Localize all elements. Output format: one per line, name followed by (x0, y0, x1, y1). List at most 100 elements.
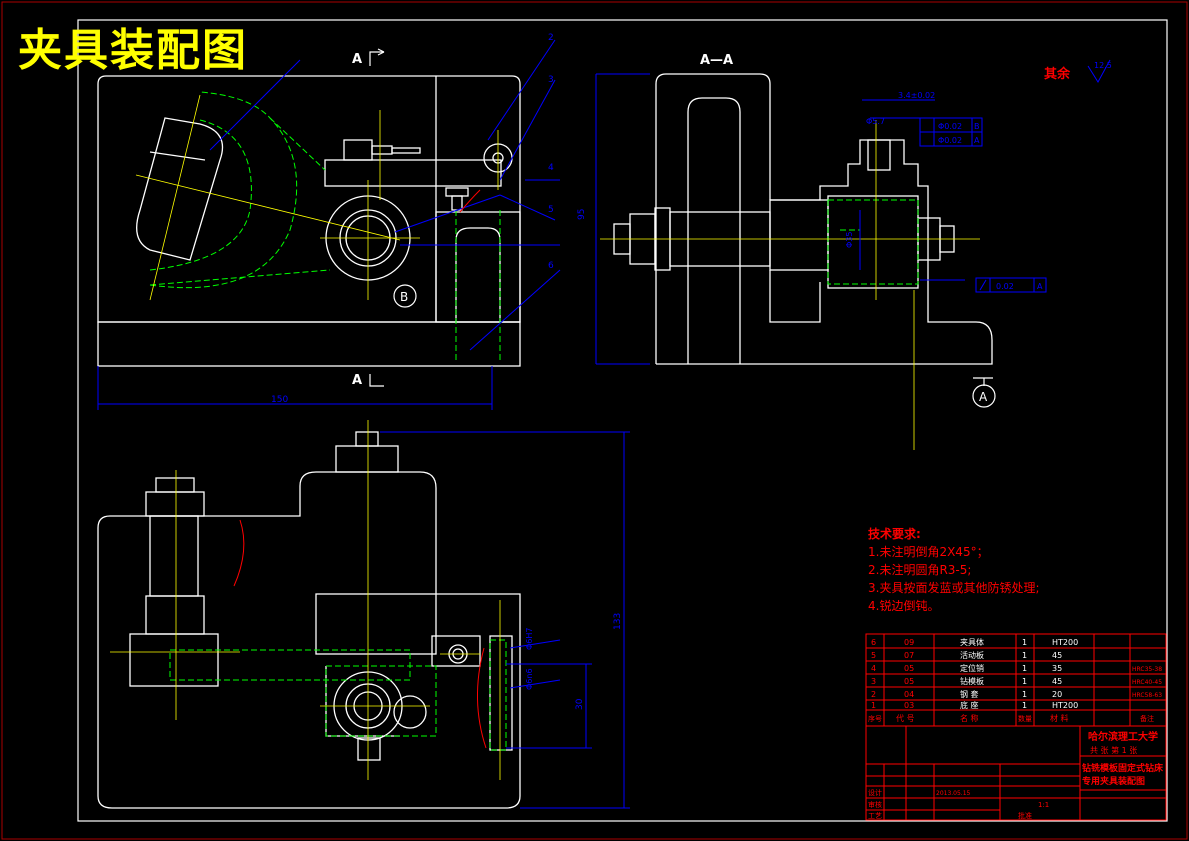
datum-b-label: B (400, 290, 408, 304)
tolerance-pos1-ref: B (974, 122, 980, 131)
tolerance-parallel: 0.02 (996, 282, 1014, 291)
balloon-3: 3 (548, 75, 554, 85)
scale-value: 1:1 (1038, 801, 1049, 809)
section-aa-view (613, 73, 993, 365)
bom-cell: 05 (904, 664, 914, 673)
table-row: 1 03 底 座 1 HT200 (871, 700, 1078, 710)
label-process: 工艺 (868, 812, 882, 820)
dimension-3-4: 3.4±0.02 (898, 91, 935, 100)
section-aa-hidden (827, 199, 919, 285)
bom-cell: 09 (904, 638, 914, 647)
dimension-133: 133 (613, 613, 623, 630)
part-balloons: 2 3 4 5 6 (548, 33, 554, 271)
inner-border (77, 19, 1168, 822)
section-marker-bottom (369, 374, 384, 387)
bom-cell: HT200 (1052, 638, 1078, 647)
bom-cell: 1 (871, 701, 876, 710)
bom-cell: 05 (904, 677, 914, 686)
break-line-front (459, 189, 481, 213)
section-label-a-top: A (352, 52, 362, 67)
label-check: 审核 (868, 800, 882, 809)
bom-cell: HT200 (1052, 701, 1078, 710)
front-view-centerlines (135, 94, 499, 301)
dimension-95: 95 (577, 209, 587, 220)
dimension-150: 150 (271, 395, 288, 405)
balloon-5: 5 (548, 205, 554, 215)
bom-cell: HRC35-38 (1132, 666, 1162, 673)
table-row: 3 05 钻模板 1 45 HRC40-45 (871, 676, 1162, 686)
bom-header-cell: 序号 (868, 714, 882, 723)
balloon-2: 2 (548, 33, 554, 43)
tech-req-item-1: 1.未注明倒角2X45°； (868, 544, 989, 559)
datum-b-circle (393, 284, 417, 308)
front-view (97, 75, 521, 367)
section-aa-dimensions (595, 73, 965, 365)
bom-cell: 35 (1052, 664, 1062, 673)
balloon-6: 6 (548, 261, 554, 271)
drawing-name-1: 钻铣模板固定式钻床 (1082, 762, 1164, 774)
front-view-hidden (149, 91, 501, 360)
drawing-title: 夹具装配图 (18, 25, 248, 76)
top-view (97, 431, 521, 809)
bom-header-cell: 数量 (1018, 714, 1032, 723)
dimension-fit-1: Φ6H7 (525, 628, 534, 651)
top-view-hidden (169, 639, 507, 751)
bom-cell: 2 (871, 690, 876, 699)
drawing-name-2: 专用夹具装配图 (1082, 775, 1145, 787)
roughness-value: 12.5 (1094, 61, 1112, 70)
balloon-4: 4 (548, 163, 554, 173)
tolerance-pos1: Φ0.02 (938, 122, 962, 131)
table-row: 6 09 夹具体 1 HT200 (871, 637, 1078, 647)
tolerance-frame-parallel (975, 277, 1047, 293)
top-view-dimensions (380, 431, 630, 809)
front-view-leaders (97, 39, 561, 410)
dimension-30: 30 (575, 698, 585, 710)
date-value: 2013.05.15 (936, 790, 971, 797)
section-label-a-bottom: A (352, 373, 362, 388)
table-row: 4 05 定位销 1 35 HRC35-38 (871, 663, 1162, 673)
bom-cell: 45 (1052, 677, 1062, 686)
bom-cell: 04 (904, 690, 914, 699)
dimension-phi5: Φ5.7 (866, 117, 885, 126)
bom-cell: 底 座 (960, 700, 979, 710)
bom-table (865, 633, 1167, 727)
label-approve: 批准 (1018, 811, 1032, 820)
bom-cell: 20 (1052, 690, 1062, 699)
bom-cell: 4 (871, 664, 876, 673)
sheet-info: 共 张 第 1 张 (1090, 745, 1137, 755)
bom-cell: 活动板 (960, 650, 984, 660)
tech-req-heading: 技术要求: (868, 526, 921, 541)
tolerance-frame-1 (919, 117, 983, 147)
school-name: 哈尔滨理工大学 (1088, 730, 1158, 743)
title-block (865, 725, 1167, 821)
bom-cell: 1 (1022, 651, 1027, 660)
dimension-phi35: Φ35 (845, 232, 854, 248)
bom-header-cell: 代 号 (896, 713, 915, 723)
bom-header-cell: 名 称 (960, 713, 979, 723)
datum-a-label: A (979, 390, 988, 404)
tolerance-parallel-ref: A (1037, 282, 1043, 291)
tech-req-item-2: 2.未注明圆角R3-5; (868, 562, 971, 577)
bom-cell: 夹具体 (960, 637, 984, 647)
table-row: 5 07 活动板 1 45 (871, 650, 1062, 660)
bom-cell: 定位销 (960, 663, 984, 673)
bom-cell: 3 (871, 677, 876, 686)
top-view-break-lines (233, 519, 487, 749)
top-view-centerlines (110, 420, 501, 780)
roughness-label: 其余 (1044, 66, 1071, 82)
datum-a-symbol (972, 377, 996, 408)
bom-cell: 1 (1022, 677, 1027, 686)
bom-header-cell: 备注 (1140, 714, 1154, 723)
bom-cell: 07 (904, 651, 914, 660)
section-marker-top (369, 48, 385, 66)
tolerance-pos2: Φ0.02 (938, 136, 962, 145)
technical-requirements: 技术要求: 1.未注明倒角2X45°； 2.未注明圆角R3-5; 3.夹具按面发… (868, 526, 1040, 613)
bom-header-cell: 材 料 (1050, 713, 1069, 723)
section-aa-centerlines (600, 120, 980, 450)
table-row: 2 04 钢 套 1 20 HRC58-63 (871, 689, 1162, 699)
bom-cell: 45 (1052, 651, 1062, 660)
tech-req-item-4: 4.锐边倒钝。 (868, 599, 939, 613)
bom-cell: 1 (1022, 638, 1027, 647)
